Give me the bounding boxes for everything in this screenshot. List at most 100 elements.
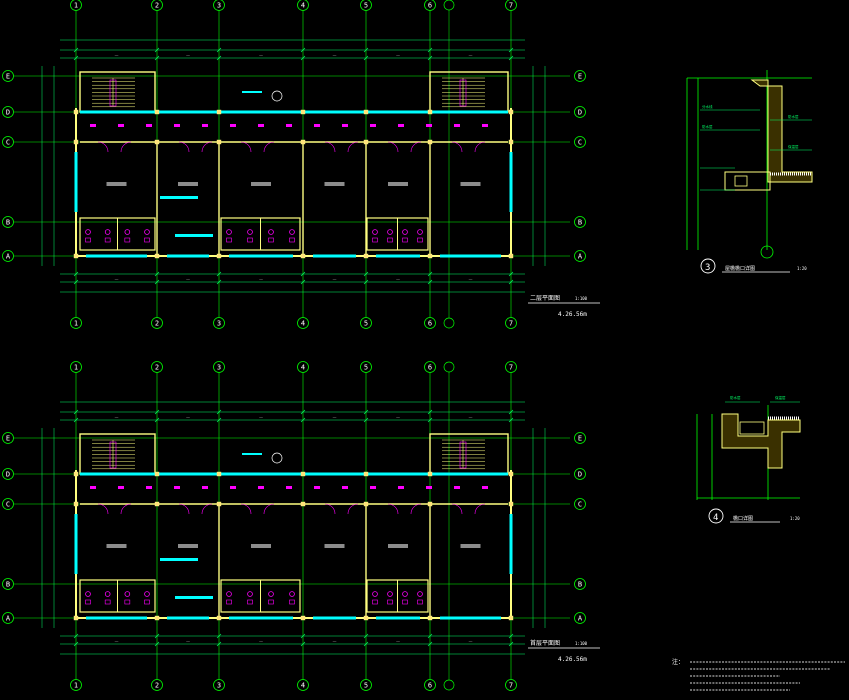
grid-bubble-7 — [505, 361, 517, 373]
dimension-tick — [216, 409, 222, 415]
grid-bubble-5 — [360, 0, 372, 11]
stair-well — [459, 441, 467, 469]
structural-column — [300, 501, 306, 507]
dimension-tick — [508, 279, 514, 285]
grid-bubble-label: 4 — [301, 364, 305, 372]
detail-4-parapet — [721, 413, 801, 469]
grid-bubble-3 — [213, 0, 225, 11]
exterior-window — [167, 254, 209, 258]
dimension-tick — [427, 55, 433, 61]
room-label-block — [324, 544, 345, 548]
dimension-tick — [73, 633, 79, 639]
dimension-tick — [363, 47, 369, 53]
room-label-block — [251, 182, 271, 186]
door-swing — [178, 503, 190, 515]
grid-bubble-label: C — [578, 501, 582, 509]
grid-bubble-3 — [213, 361, 225, 373]
structural-column — [300, 109, 306, 115]
toilet-fixture — [289, 229, 295, 235]
toilet-fixture — [372, 591, 378, 597]
corridor-fixture — [90, 486, 96, 489]
dimension-tick — [427, 641, 433, 647]
upper-plan-level-note: 4.26.56m — [558, 311, 587, 318]
grid-bubble-label: 2 — [155, 364, 159, 372]
grid-bubble-C — [2, 136, 14, 148]
sink-fixture — [372, 599, 378, 605]
sink-fixture — [247, 237, 253, 243]
svg-text:分水线: 分水线 — [702, 104, 713, 109]
sink-fixture — [387, 599, 393, 605]
sink-fixture — [124, 237, 131, 243]
corridor-fixture — [90, 124, 96, 127]
grid-bubble-D — [574, 468, 586, 480]
grid-bubble-6 — [424, 317, 436, 329]
stair-well — [109, 79, 117, 107]
structural-column — [363, 253, 369, 259]
corridor-fixture — [202, 124, 208, 127]
corridor-fixture — [342, 486, 348, 489]
detail-3-title: 屋檐檐口详图 — [725, 265, 755, 272]
ground-plan-level-note: 4.26.56m — [558, 656, 587, 663]
corridor-fixture — [454, 124, 460, 127]
room-label-block — [324, 182, 345, 186]
exterior-window — [440, 254, 501, 258]
grid-bubble-label: 3 — [217, 682, 221, 690]
toilet-fixture — [226, 229, 232, 235]
toilet-fixture — [85, 591, 91, 597]
detail-4-scale: 1:20 — [790, 516, 800, 521]
door-swing — [387, 503, 399, 515]
corridor-fixture — [230, 124, 236, 127]
grid-bubble-sub — [443, 317, 455, 329]
grid-bubble-4 — [297, 0, 309, 11]
dimension-tick — [363, 641, 369, 647]
door-swing — [120, 503, 132, 515]
svg-text:防水层: 防水层 — [702, 124, 713, 129]
door-swing — [387, 141, 399, 153]
dimension-text: —— — [259, 639, 263, 643]
grid-bubble-B — [574, 578, 586, 590]
grid-bubble-label: E — [6, 435, 10, 443]
grid-bubble-3 — [213, 317, 225, 329]
grid-bubble-label: 6 — [428, 2, 432, 10]
dimension-tick — [216, 271, 222, 277]
toilet-fixture — [124, 229, 131, 235]
sink-fixture — [402, 599, 408, 605]
svg-text:防水层: 防水层 — [788, 114, 799, 119]
ground-plan-scale: 1:100 — [575, 641, 588, 646]
sink-fixture — [289, 599, 295, 605]
exterior-window — [86, 616, 147, 620]
dimension-tick — [216, 641, 222, 647]
grid-bubble-D — [2, 468, 14, 480]
door-swing — [240, 141, 252, 153]
detail-3-scale: 1:20 — [797, 266, 807, 271]
dimension-tick — [300, 417, 306, 423]
grid-bubble-2 — [151, 317, 163, 329]
dimension-tick — [508, 409, 514, 415]
door-swing — [347, 141, 359, 153]
dimension-tick — [363, 633, 369, 639]
dimension-tick — [427, 271, 433, 277]
dimension-tick — [154, 279, 160, 285]
sink-fixture — [226, 599, 232, 605]
dimension-tick — [363, 417, 369, 423]
structural-column — [216, 139, 222, 145]
grid-bubble-sub — [443, 679, 455, 691]
structural-column — [363, 471, 369, 477]
grid-bubble-label: B — [578, 581, 582, 589]
grid-bubble-label: 7 — [509, 364, 513, 372]
structural-column — [73, 501, 79, 507]
dimension-text: —— — [396, 415, 400, 419]
dimension-text: —— — [115, 415, 119, 419]
grid-bubble-A — [574, 250, 586, 262]
grid-bubble-A — [2, 250, 14, 262]
structural-column — [216, 501, 222, 507]
cyan-annotation — [160, 558, 198, 561]
structural-column — [508, 139, 514, 145]
sink-fixture — [417, 599, 423, 605]
door-swing — [347, 503, 359, 515]
cyan-annotation — [175, 596, 213, 599]
dimension-text: —— — [469, 277, 473, 281]
dimension-tick — [73, 47, 79, 53]
door-swing — [201, 141, 213, 153]
